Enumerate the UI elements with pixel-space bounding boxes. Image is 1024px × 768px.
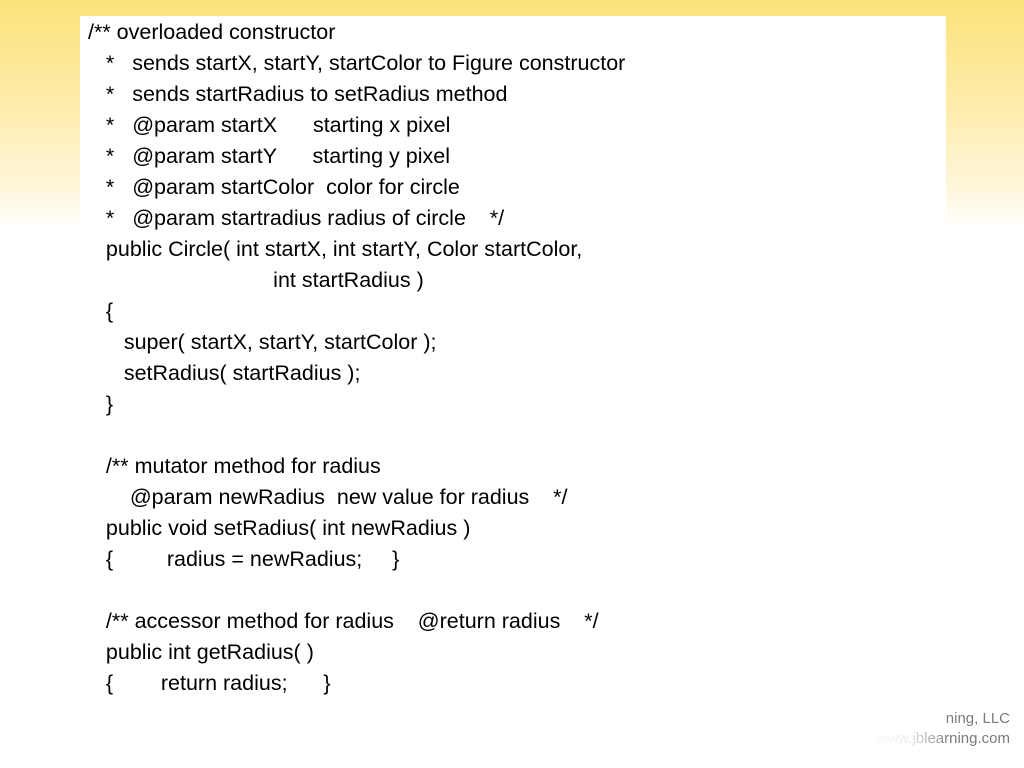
code-line-5: * @param startY starting y pixel xyxy=(88,144,450,168)
code-line-8: public Circle( int startX, int startY, C… xyxy=(88,237,583,261)
footer-fade-overlay xyxy=(860,704,950,752)
code-line-2: * sends startX, startY, startColor to Fi… xyxy=(88,51,626,75)
code-line-6: * @param startColor color for circle xyxy=(88,175,460,199)
code-panel: /** overloaded constructor * sends start… xyxy=(80,16,946,706)
code-line-3: * sends startRadius to setRadius method xyxy=(88,82,508,106)
code-line-22: { return radius; } xyxy=(88,671,331,695)
publisher-footer-line-1: ning, LLC xyxy=(945,710,1010,727)
code-line-13: } xyxy=(88,392,114,416)
code-line-7: * @param startradius radius of circle */ xyxy=(88,206,505,230)
code-line-11: super( startX, startY, startColor ); xyxy=(88,330,437,354)
code-line-18: { radius = newRadius; } xyxy=(88,547,400,571)
code-line-21: public int getRadius( ) xyxy=(88,640,314,664)
code-line-4: * @param startX starting x pixel xyxy=(88,113,451,137)
code-line-20: /** accessor method for radius @return r… xyxy=(88,609,599,633)
code-line-9: int startRadius ) xyxy=(88,268,424,292)
code-line-12: setRadius( startRadius ); xyxy=(88,361,361,385)
code-line-17: public void setRadius( int newRadius ) xyxy=(88,516,471,540)
code-line-1: /** overloaded constructor xyxy=(88,20,336,44)
code-line-10: { xyxy=(88,299,114,323)
code-line-16: @param newRadius new value for radius */ xyxy=(88,485,568,509)
code-line-15: /** mutator method for radius xyxy=(88,454,381,478)
